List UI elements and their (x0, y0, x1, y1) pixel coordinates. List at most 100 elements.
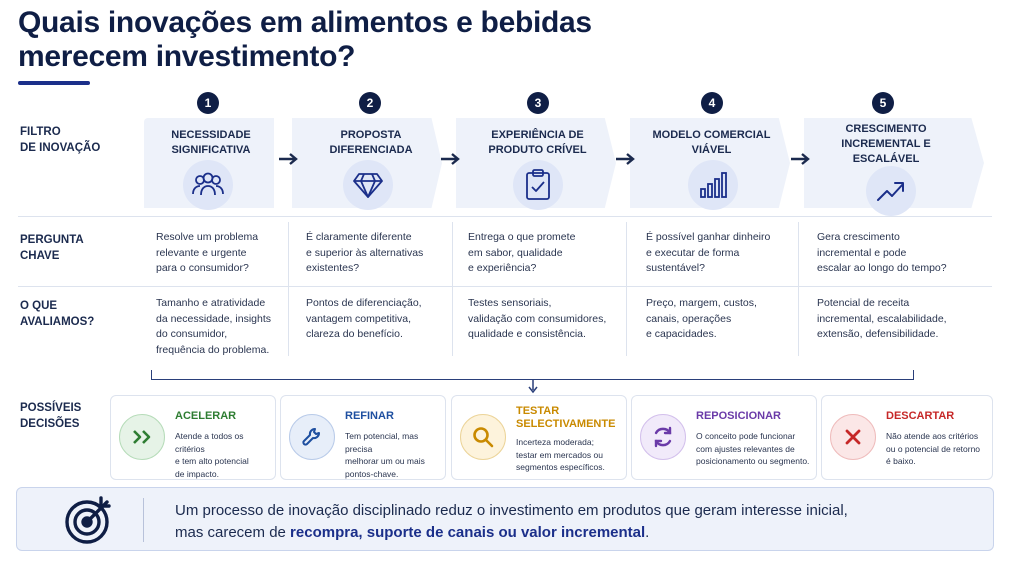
decision-desc-line: é baixo. (886, 456, 916, 466)
step-title-3-line1: EXPERIÊNCIA DE (491, 129, 584, 141)
column-divider (798, 222, 799, 356)
step-title-5-line2: INCREMENTAL E (841, 138, 931, 150)
magnifier-icon (460, 414, 506, 460)
question-cell-3: Entrega o que promete em sabor, qualidad… (468, 230, 623, 277)
arrow-right-icon (616, 153, 635, 165)
question-1-line3: para o consumidor? (156, 262, 249, 274)
decision-desc-line: pontos-chave. (345, 468, 399, 479)
evaluate-1-line1: Tamanho e atratividade (156, 297, 266, 309)
evaluate-cell-1: Tamanho e atratividade da necessidade, i… (156, 296, 286, 358)
step-title-4: MODELO COMERCIAL VIÁVEL (634, 128, 789, 158)
title-underline (18, 81, 90, 85)
decision-desc-line: Tem potencial, mas precisa (345, 431, 419, 454)
row-label-pergunta-line2: CHAVE (20, 250, 60, 262)
row-label-filtro-line2: DE INOVAÇÃO (20, 142, 101, 154)
evaluate-2-line1: Pontos de diferenciação, (306, 297, 422, 309)
question-5-line2: incremental e pode (817, 246, 907, 259)
bar-chart-icon (688, 160, 738, 210)
decision-desc-line: segmentos específicos. (516, 462, 605, 472)
step-number-5: 5 (872, 92, 894, 114)
diamond-icon (343, 160, 393, 210)
decision-desc-line: testar em mercados ou (516, 449, 603, 460)
question-3-line2: em sabor, qualidade (468, 246, 563, 259)
decision-title: TESTAR SELECTIVAMENTE (516, 405, 616, 430)
decision-description: Atende a todos os critérios e tem alto p… (175, 430, 275, 480)
footer-highlight: recompra, suporte de canais ou valor inc… (290, 524, 646, 541)
title-line-1: Quais inovações em alimentos e bebidas (18, 6, 592, 39)
wrench-icon (289, 414, 335, 460)
question-cell-5: Gera crescimento incremental e pode esca… (817, 230, 992, 277)
decision-card-reposicionar: REPOSICIONAR O conceito pode funcionar c… (631, 395, 817, 480)
cycle-arrows-icon (640, 414, 686, 460)
double-chevron-right-icon (119, 414, 165, 460)
question-cell-4: É possível ganhar dinheiro e executar de… (646, 230, 796, 277)
evaluate-2-line3: clareza do benefício. (306, 328, 403, 340)
arrow-right-icon (279, 153, 298, 165)
trend-up-icon (866, 166, 916, 216)
column-divider (288, 222, 289, 356)
question-2-line3: existentes? (306, 262, 360, 274)
row-divider (18, 216, 992, 217)
column-divider (452, 222, 453, 356)
decision-description: O conceito pode funcionar com ajustes re… (696, 430, 814, 468)
decision-desc-line: Incerteza moderada; (516, 437, 594, 447)
evaluate-cell-3: Testes sensoriais, validação com consumi… (468, 296, 623, 343)
step-number-2: 2 (359, 92, 381, 114)
footer-message: Um processo de inovação disciplinado red… (175, 500, 975, 544)
question-2-line1: É claramente diferente (306, 231, 412, 243)
row-divider (18, 286, 992, 287)
decision-description: Tem potencial, mas precisa melhorar um o… (345, 430, 445, 480)
question-3-line3: e experiência? (468, 262, 537, 274)
row-label-filtro: FILTRO DE INOVAÇÃO (20, 124, 100, 156)
decision-bracket (151, 370, 914, 380)
evaluate-5-line1: Potencial de receita (817, 297, 910, 309)
decision-desc-line: com ajustes relevantes de (696, 443, 795, 454)
title-line-2: merecem investimento? (18, 40, 356, 73)
step-title-3: EXPERIÊNCIA DE PRODUTO CRÍVEL (460, 128, 615, 158)
decision-card-testar: TESTAR SELECTIVAMENTE Incerteza moderada… (451, 395, 627, 480)
step-number-4: 4 (701, 92, 723, 114)
decision-desc-line: O conceito pode funcionar (696, 431, 796, 441)
decision-desc-line: melhorar um ou mais (345, 456, 425, 466)
step-title-5-line3: ESCALÁVEL (852, 153, 920, 165)
decision-desc-line: e tem alto potencial (175, 456, 249, 466)
question-3-line1: Entrega o que promete (468, 231, 576, 243)
people-icon (183, 160, 233, 210)
decision-title: ACELERAR (175, 410, 237, 422)
evaluate-3-line3: qualidade e consistência. (468, 328, 586, 340)
row-label-avaliamos-line1: O QUE (20, 300, 58, 312)
evaluate-cell-4: Preço, margem, custos, canais, operações… (646, 296, 796, 343)
page-title: Quais inovações em alimentos e bebidas m… (18, 6, 738, 74)
question-1-line1: Resolve um problema (156, 231, 259, 243)
arrow-right-icon (441, 153, 460, 165)
footer-line-2: mas carecem de recompra, suporte de cana… (175, 522, 975, 544)
step-title-1-line2: SIGNIFICATIVA (171, 144, 251, 156)
step-title-1-line1: NECESSIDADE (171, 129, 251, 141)
evaluate-4-line1: Preço, margem, custos, (646, 297, 757, 309)
evaluate-3-line2: validação com consumidores, (468, 312, 607, 325)
step-title-2: PROPOSTA DIFERENCIADA (296, 128, 446, 158)
row-label-decisoes-line1: POSSÍVEIS (20, 402, 82, 414)
evaluate-2-line2: vantagem competitiva, (306, 312, 412, 325)
step-title-1: NECESSIDADE SIGNIFICATIVA (146, 128, 276, 158)
step-number-3: 3 (527, 92, 549, 114)
row-label-pergunta: PERGUNTA CHAVE (20, 232, 84, 264)
footer-line-2-prefix: mas carecem de (175, 524, 291, 541)
step-title-5: CRESCIMENTO INCREMENTAL E ESCALÁVEL (806, 122, 966, 167)
question-2-line2: e superior às alternativas (306, 246, 424, 259)
evaluate-1-line4: frequência do problema. (156, 343, 270, 356)
x-icon (830, 414, 876, 460)
footer-line-2-suffix: . (645, 524, 650, 541)
row-label-filtro-line1: FILTRO (20, 126, 61, 138)
row-label-decisoes-line2: DECISÕES (20, 418, 80, 430)
decision-desc-line: ou o potencial de retorno (886, 443, 981, 454)
step-title-5-line1: CRESCIMENTO (845, 123, 927, 135)
question-5-line3: escalar ao longo do tempo? (817, 262, 947, 274)
arrow-right-icon (791, 153, 810, 165)
question-5-line1: Gera crescimento (817, 231, 900, 243)
question-cell-1: Resolve um problema relevante e urgente … (156, 230, 286, 277)
evaluate-1-line2: da necessidade, insights (156, 312, 271, 325)
step-title-4-line2: VIÁVEL (691, 144, 732, 156)
evaluate-cell-5: Potencial de receita incremental, escala… (817, 296, 992, 343)
step-title-4-line1: MODELO COMERCIAL (652, 129, 771, 141)
